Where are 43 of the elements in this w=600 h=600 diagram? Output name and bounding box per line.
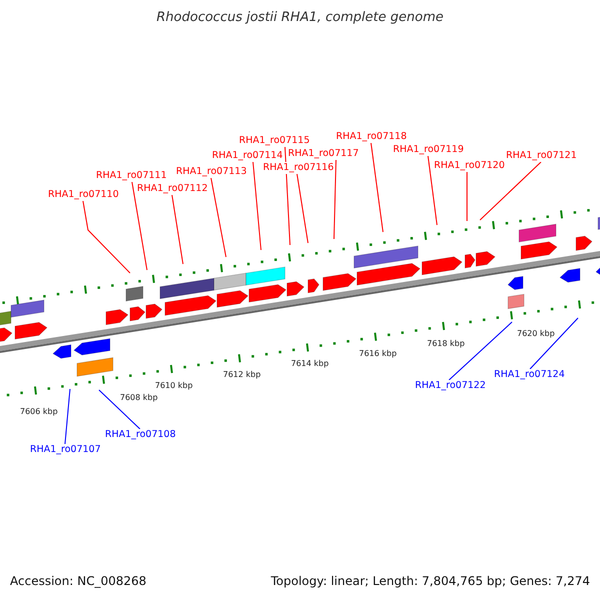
gene-label: RHA1_ro07118 <box>336 131 407 143</box>
gene-label: RHA1_ro07122 <box>415 380 486 392</box>
gene-label: RHA1_ro07115 <box>239 135 310 147</box>
leader-line <box>284 146 290 246</box>
gene-label: RHA1_ro07113 <box>176 166 247 178</box>
leader-line <box>530 318 578 370</box>
gene-label: RHA1_ro07107 <box>30 444 101 456</box>
gene-label: RHA1_ro07111 <box>96 170 167 182</box>
leader-line <box>132 182 148 270</box>
gene-label: RHA1_ro07116 <box>263 162 334 174</box>
gene-label: RHA1_ro07110 <box>48 189 119 201</box>
scale-label: 7618 kbp <box>427 338 465 350</box>
leader-line <box>172 194 184 264</box>
leader-line <box>64 388 70 444</box>
gene-label: RHA1_ro07108 <box>105 429 176 441</box>
leader-line <box>370 142 384 232</box>
leader-line <box>334 160 336 240</box>
diagram-title: Rhodococcus jostii RHA1, complete genome <box>156 12 444 24</box>
leader-line <box>296 174 308 244</box>
scale-label: 7608 kbp <box>120 392 158 404</box>
leader-line <box>252 162 262 250</box>
leader-line <box>82 200 130 274</box>
gene-label: RHA1_ro07120 <box>434 160 505 172</box>
leader-line <box>448 322 512 380</box>
gene-label: RHA1_ro07112 <box>137 183 208 195</box>
scale-label: 7616 kbp <box>359 348 397 360</box>
gene-label: RHA1_ro07124 <box>494 369 565 381</box>
scale-label: 7620 kbp <box>517 328 555 340</box>
scale-label: 7614 kbp <box>291 358 329 370</box>
scale-label: 7612 kbp <box>223 369 261 381</box>
scale-label: 7610 kbp <box>155 380 193 392</box>
gene-label: RHA1_ro07117 <box>288 148 359 160</box>
gene-label: RHA1_ro07119 <box>393 144 464 156</box>
leader-line <box>428 156 438 226</box>
leader-line <box>480 162 542 220</box>
genome-summary-text: Topology: linear; Length: 7,804,765 bp; Genes: 7,274 <box>270 575 590 587</box>
leader-line <box>98 390 140 430</box>
leader-line <box>210 178 226 258</box>
leader-line <box>466 172 468 222</box>
gene-label: RHA1_ro07114 <box>212 150 283 162</box>
scale-label: 7606 kbp <box>20 406 58 418</box>
gene-label: RHA1_ro07121 <box>506 150 577 162</box>
accession-text: Accession: NC_008268 <box>10 575 146 587</box>
